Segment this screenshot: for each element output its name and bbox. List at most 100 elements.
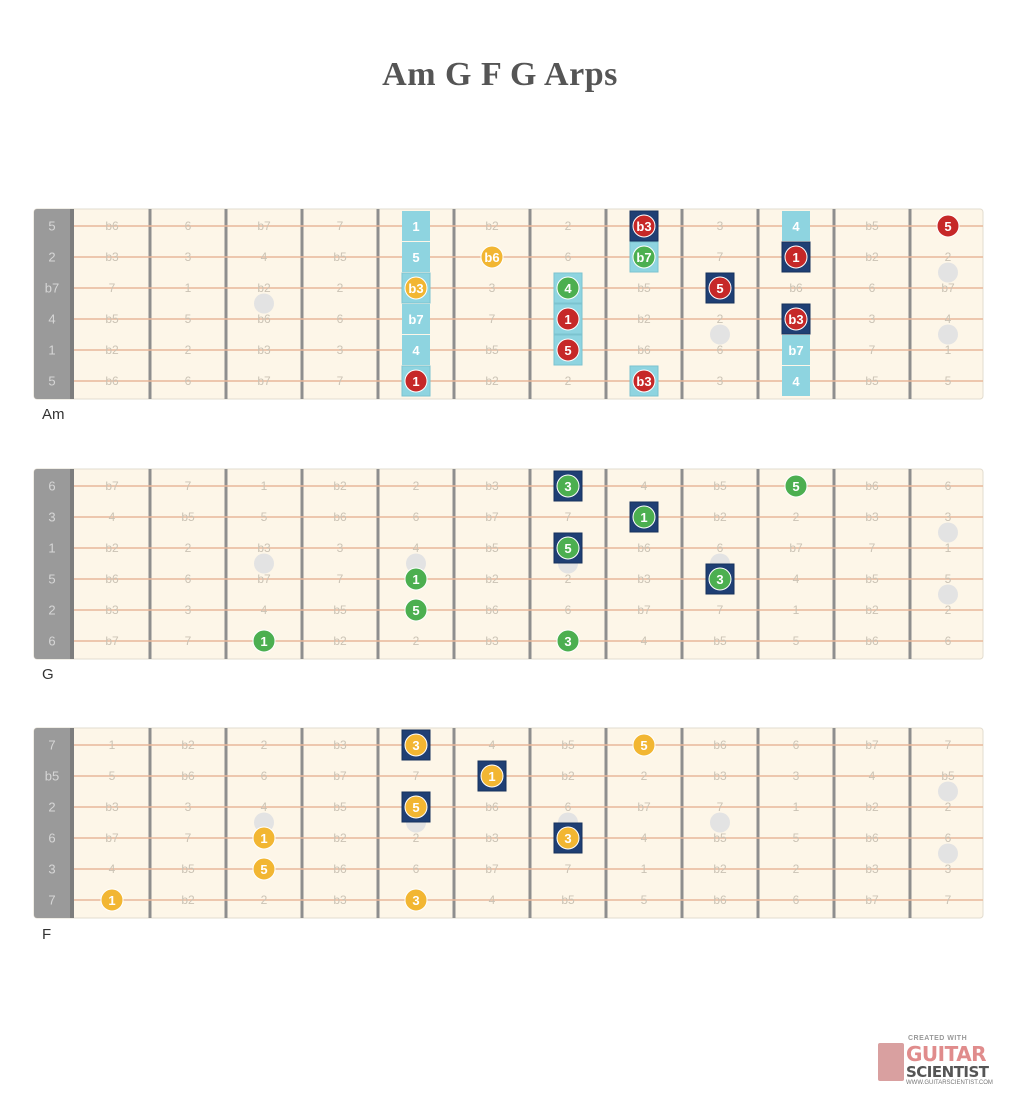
fret-wire bbox=[832, 469, 836, 659]
ghost-interval-label: b2 bbox=[485, 374, 499, 388]
ghost-interval-label: 2 bbox=[565, 572, 572, 586]
note-marker[interactable]: 5 bbox=[784, 474, 808, 498]
ghost-interval-label: b5 bbox=[333, 603, 347, 617]
note-marker[interactable]: b3 bbox=[629, 365, 659, 397]
note-dot bbox=[252, 629, 276, 653]
note-marker[interactable]: 5 bbox=[404, 598, 428, 622]
note-marker[interactable]: 5 bbox=[252, 857, 276, 881]
ghost-interval-label: 7 bbox=[489, 312, 496, 326]
ghost-interval-label: b5 bbox=[333, 800, 347, 814]
ghost-interval-label: 7 bbox=[185, 479, 192, 493]
ghost-interval-label: b7 bbox=[105, 479, 119, 493]
ghost-interval-label: 6 bbox=[337, 312, 344, 326]
note-dot bbox=[556, 276, 580, 300]
note-marker[interactable]: 5 bbox=[553, 334, 583, 366]
string-label: 7 bbox=[48, 893, 55, 908]
guitar-logo-icon bbox=[878, 1043, 904, 1081]
fretboard-f: 7b526371b22b334b55b66b775b66b771b22b334b… bbox=[33, 727, 984, 919]
ghost-interval-label: 4 bbox=[489, 738, 496, 752]
note-marker[interactable]: 5 bbox=[632, 733, 656, 757]
fret-wire bbox=[452, 209, 456, 399]
ghost-interval-label: b2 bbox=[713, 862, 727, 876]
note-interval: 1 bbox=[488, 769, 495, 784]
note-marker[interactable]: 1 bbox=[404, 567, 428, 591]
note-marker[interactable]: 3 bbox=[556, 629, 580, 653]
ghost-interval-label: 6 bbox=[793, 893, 800, 907]
fret-wire bbox=[300, 728, 304, 918]
ghost-interval-label: b3 bbox=[333, 738, 347, 752]
note-marker[interactable]: 3 bbox=[401, 729, 431, 761]
note-marker[interactable]: b7 bbox=[629, 241, 659, 273]
string-label: 6 bbox=[48, 634, 55, 649]
note-marker[interactable]: 1 bbox=[629, 501, 659, 533]
ghost-interval-label: 6 bbox=[185, 219, 192, 233]
inlay-dot bbox=[938, 262, 958, 283]
string-label: 1 bbox=[48, 343, 55, 358]
note-marker[interactable]: 1 bbox=[781, 241, 811, 273]
note-marker[interactable]: 5 bbox=[936, 214, 960, 238]
note-dot bbox=[556, 474, 580, 498]
ghost-interval-label: 6 bbox=[565, 800, 572, 814]
note-marker[interactable]: 3 bbox=[553, 470, 583, 502]
note-marker[interactable]: 5 bbox=[402, 242, 430, 272]
note-marker[interactable]: 1 bbox=[401, 365, 431, 397]
fretboard-label-f: F bbox=[42, 926, 52, 943]
fretboard-label-g: G bbox=[42, 666, 54, 683]
note-interval: 5 bbox=[944, 219, 951, 234]
note-interval: 5 bbox=[412, 603, 419, 618]
ghost-interval-label: b7 bbox=[865, 738, 879, 752]
note-interval: 3 bbox=[716, 572, 723, 587]
ghost-interval-label: 1 bbox=[261, 479, 268, 493]
note-marker[interactable]: 4 bbox=[553, 272, 583, 304]
ghost-interval-label: b2 bbox=[485, 219, 499, 233]
ghost-interval-label: 2 bbox=[185, 343, 192, 357]
note-interval: 4 bbox=[792, 219, 800, 234]
note-marker[interactable]: b6 bbox=[480, 245, 504, 269]
ghost-interval-label: 4 bbox=[793, 572, 800, 586]
note-marker[interactable]: b7 bbox=[402, 304, 430, 334]
note-marker[interactable]: 5 bbox=[705, 272, 735, 304]
ghost-interval-label: 7 bbox=[717, 603, 724, 617]
fret-wire bbox=[528, 209, 532, 399]
note-marker[interactable]: 1 bbox=[477, 760, 507, 792]
note-marker[interactable]: 1 bbox=[252, 629, 276, 653]
ghost-interval-label: 5 bbox=[641, 893, 648, 907]
note-interval: b3 bbox=[636, 219, 651, 234]
ghost-interval-label: b2 bbox=[105, 541, 119, 555]
inlay-dot bbox=[254, 293, 274, 314]
note-marker[interactable]: 4 bbox=[782, 211, 810, 241]
note-marker[interactable]: 1 bbox=[402, 211, 430, 241]
inlay-dot bbox=[254, 812, 274, 833]
note-marker[interactable]: 5 bbox=[401, 791, 431, 823]
fret-wire bbox=[224, 469, 228, 659]
note-marker[interactable]: 1 bbox=[252, 826, 276, 850]
note-marker[interactable]: 3 bbox=[404, 888, 428, 912]
note-interval: 5 bbox=[716, 281, 723, 296]
ghost-interval-label: b6 bbox=[333, 510, 347, 524]
ghost-interval-label: 2 bbox=[945, 603, 952, 617]
note-marker[interactable]: 1 bbox=[100, 888, 124, 912]
fret-wire bbox=[300, 209, 304, 399]
note-marker[interactable]: 1 bbox=[553, 303, 583, 335]
note-square bbox=[402, 242, 430, 272]
ghost-interval-label: b3 bbox=[257, 343, 271, 357]
ghost-interval-label: b5 bbox=[181, 862, 195, 876]
note-interval: 5 bbox=[640, 738, 647, 753]
logo-tagline: CREATED WITH bbox=[908, 1035, 968, 1042]
note-marker[interactable]: 5 bbox=[553, 532, 583, 564]
note-marker[interactable]: 4 bbox=[782, 366, 810, 396]
inlay-dot bbox=[710, 812, 730, 833]
note-marker[interactable]: b3 bbox=[629, 210, 659, 242]
note-marker[interactable]: 3 bbox=[705, 563, 735, 595]
note-marker[interactable]: 3 bbox=[553, 822, 583, 854]
note-marker[interactable]: 4 bbox=[402, 335, 430, 365]
note-marker[interactable]: b3 bbox=[781, 303, 811, 335]
note-marker[interactable]: b3 bbox=[401, 272, 431, 304]
fretboard-background bbox=[33, 727, 984, 919]
ghost-interval-label: 4 bbox=[945, 312, 952, 326]
note-square bbox=[402, 304, 430, 334]
ghost-interval-label: 3 bbox=[185, 250, 192, 264]
note-interval: b7 bbox=[636, 250, 651, 265]
note-marker[interactable]: b7 bbox=[782, 335, 810, 365]
ghost-interval-label: 6 bbox=[717, 541, 724, 555]
